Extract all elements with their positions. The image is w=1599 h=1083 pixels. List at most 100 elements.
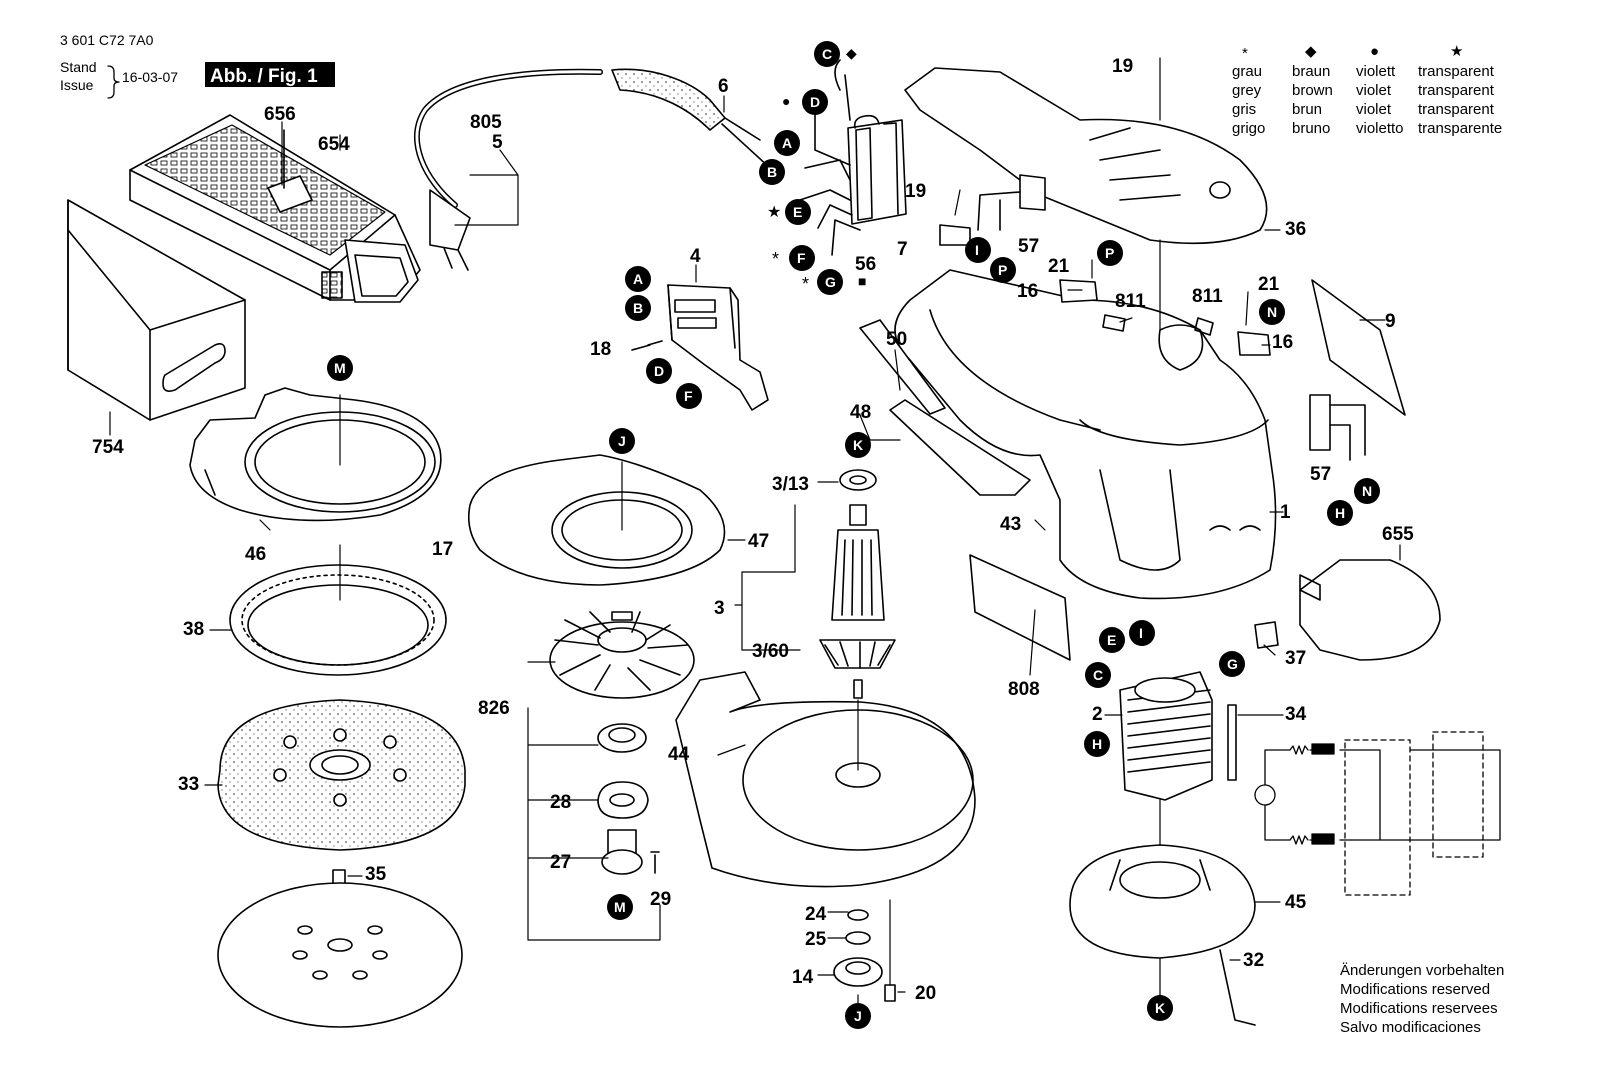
legend-symbol-grey: *: [1242, 45, 1248, 62]
legend-name: violett: [1356, 63, 1396, 80]
connector-letter: D: [810, 94, 820, 110]
part-label: 3: [714, 598, 725, 619]
part-36-top-cover: [904, 67, 1268, 245]
part-label: 18: [590, 339, 611, 360]
part-label: 805: [470, 112, 502, 133]
connector-letter: P: [998, 262, 1007, 278]
sanding-disc: [217, 882, 463, 1028]
part-number-labels: 656 654 754 805 5 6 4 18 46 17 38 33 35 …: [92, 56, 1414, 1004]
connector-letter: M: [614, 899, 626, 915]
connector-color-mark: ■: [858, 273, 866, 289]
part-label: 20: [915, 983, 936, 1004]
part-label: 754: [92, 437, 124, 458]
part-label: 36: [1285, 219, 1306, 240]
part-label: 19: [1112, 56, 1133, 77]
part-label: 37: [1285, 648, 1306, 669]
part-label: 45: [1285, 892, 1307, 913]
part-label: 47: [748, 531, 769, 552]
note-line: Modifications reservees: [1340, 1000, 1498, 1017]
legend-name: grau: [1232, 63, 1262, 80]
legend-name: brown: [1292, 82, 1333, 99]
legend-name: violet: [1356, 101, 1392, 118]
connector-letter: I: [1139, 625, 1143, 641]
part-label: 50: [886, 329, 907, 350]
legend-name: brun: [1292, 101, 1322, 118]
legend-name: grey: [1232, 82, 1262, 99]
legend-name: violetto: [1356, 120, 1404, 137]
part-label: 48: [850, 402, 871, 423]
part-label: 56: [855, 254, 876, 275]
connector-letter: I: [975, 242, 979, 258]
legend-name: grigo: [1232, 120, 1265, 137]
connector-letter: N: [1362, 483, 1372, 499]
legend-name: transparent: [1418, 63, 1495, 80]
part-47-fan-cover: [467, 454, 726, 586]
modification-notes: Änderungen vorbehalten Modifications res…: [1340, 962, 1504, 1036]
connector-letter: C: [822, 46, 832, 62]
connector-letter: E: [1107, 632, 1116, 648]
connector-letter: N: [1267, 304, 1277, 320]
legend-name: braun: [1292, 63, 1330, 80]
part-2-stator-field: [1119, 671, 1213, 801]
part-label: 3/13: [772, 474, 809, 495]
stand-label: Stand: [60, 59, 97, 75]
connector-color-mark: *: [802, 274, 809, 294]
note-line: Modifications reserved: [1340, 981, 1490, 998]
part-label: 811: [1115, 291, 1146, 312]
part-label: 57: [1018, 236, 1039, 257]
connector-letter: E: [793, 204, 802, 220]
legend-symbol-brown: ◆: [1305, 43, 1317, 60]
connector-color-mark: ★: [767, 204, 781, 221]
part-3-armature: [819, 469, 896, 699]
issue-date: 16-03-07: [122, 69, 178, 85]
connector-letter: P: [1105, 245, 1114, 261]
legend-name: transparent: [1418, 82, 1495, 99]
legend-symbol-transparent: ★: [1450, 43, 1463, 60]
connector-letter: J: [854, 1008, 862, 1024]
connector-letter: C: [1093, 667, 1103, 683]
part-label: 46: [245, 544, 266, 565]
connector-letter: A: [633, 271, 643, 287]
connector-letter: H: [1335, 505, 1345, 521]
part-label: 826: [478, 698, 510, 719]
part-44-bottom-housing: [675, 671, 976, 888]
wiring-schematic: [1254, 731, 1501, 896]
part-label: 5: [492, 132, 503, 153]
part-label: 9: [1385, 311, 1396, 332]
legend-name: gris: [1232, 101, 1256, 118]
connector-letter: G: [825, 274, 836, 290]
connector-letter: H: [1092, 736, 1102, 752]
part-label: 7: [897, 239, 908, 260]
part-46-base-shroud: [189, 387, 442, 522]
connector-letter: D: [654, 363, 664, 379]
connector-letter: F: [797, 250, 806, 266]
connector-letter: B: [767, 164, 777, 180]
part-label: 21: [1258, 274, 1280, 295]
part-label: 654: [318, 134, 350, 155]
part-label: 57: [1310, 464, 1331, 485]
part-label: 25: [805, 929, 827, 950]
figure-tag: Abb. / Fig. 1: [210, 66, 318, 87]
part-label: 27: [550, 852, 571, 873]
note-line: Änderungen vorbehalten: [1340, 962, 1504, 979]
part-label: 3/60: [752, 641, 789, 662]
note-line: Salvo modificaciones: [1340, 1019, 1481, 1036]
part-label: 811: [1192, 286, 1223, 307]
part-4-switch: [631, 284, 769, 411]
part-label: 16: [1017, 281, 1038, 302]
part-label: 32: [1243, 950, 1264, 971]
issue-label: Issue: [60, 77, 94, 93]
connector-letter: B: [633, 300, 643, 316]
part-label: 656: [264, 104, 296, 125]
part-label: 21: [1048, 256, 1070, 277]
legend-name: violet: [1356, 82, 1392, 99]
connector-letter: K: [853, 437, 863, 453]
part-label: 33: [178, 774, 199, 795]
part-label: 2: [1092, 704, 1103, 725]
part-654-dust-canister: [129, 114, 421, 303]
part-label: 17: [432, 539, 453, 560]
part-label: 28: [550, 792, 571, 813]
part-label: 655: [1382, 524, 1414, 545]
connector-letter: G: [1227, 656, 1238, 672]
connector-letter: A: [782, 135, 792, 151]
